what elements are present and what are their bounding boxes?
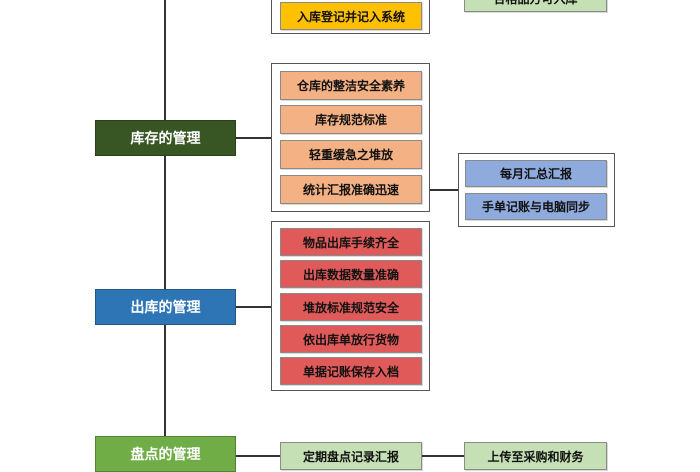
inventory-category: 盘点的管理 xyxy=(95,436,236,472)
outbound-item-3: 依出库单放行货物 xyxy=(280,325,422,353)
stats-item-1: 手单记账与电脑同步 xyxy=(465,193,607,220)
stats-connector xyxy=(430,189,458,191)
outbound-item-0: 物品出库手续齐全 xyxy=(280,228,422,256)
storage-item-2: 轻重缓急之堆放 xyxy=(280,140,422,169)
storage-connector xyxy=(236,137,271,139)
storage-item-0: 仓库的整洁安全素养 xyxy=(280,71,422,100)
inventory-sub-connector xyxy=(422,455,464,457)
outbound-connector xyxy=(236,306,271,308)
outbound-item-2: 堆放标准规范安全 xyxy=(280,293,422,321)
storage-category: 库存的管理 xyxy=(95,120,236,156)
qualified-item-partial: 合格品方可入库 xyxy=(464,0,607,12)
stats-item-0: 每月汇总汇报 xyxy=(465,160,607,187)
inventory-sub-item: 上传至采购和财务 xyxy=(464,442,607,470)
main-spine xyxy=(164,0,166,470)
outbound-category: 出库的管理 xyxy=(95,289,236,325)
inventory-connector xyxy=(236,455,280,457)
outbound-item-1: 出库数据数量准确 xyxy=(280,260,422,288)
inbound-register-item: 入库登记并记入系统 xyxy=(280,2,422,30)
storage-item-3: 统计汇报准确迅速 xyxy=(280,175,422,204)
outbound-item-4: 单据记账保存入档 xyxy=(280,357,422,385)
inventory-item: 定期盘点记录汇报 xyxy=(280,442,422,470)
storage-item-1: 库存规范标准 xyxy=(280,105,422,134)
